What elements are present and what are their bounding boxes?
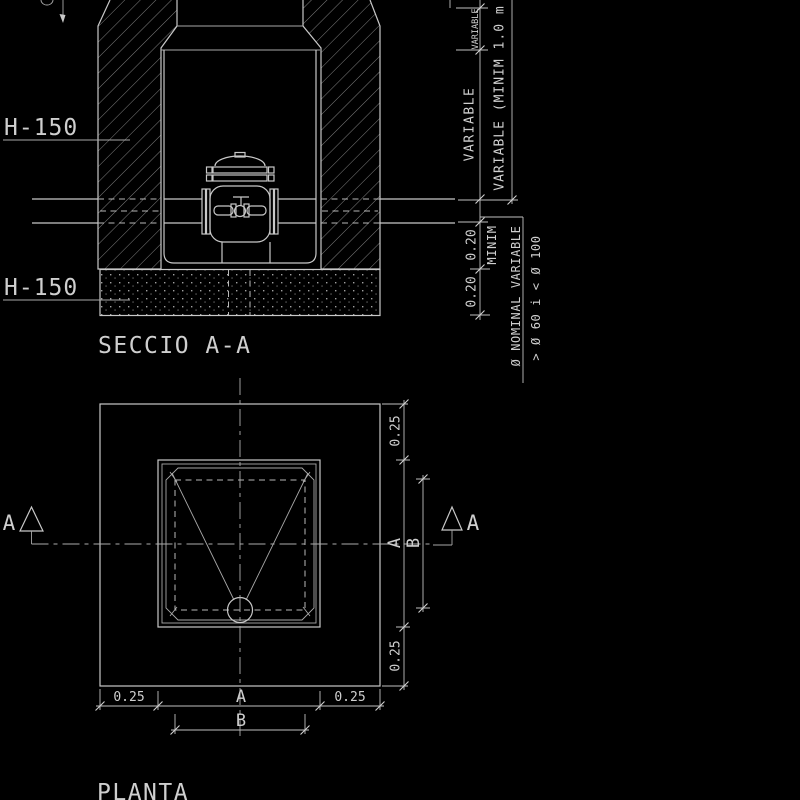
dim-right-mid: A — [385, 538, 405, 548]
bonnet-bolt — [267, 166, 275, 174]
clipped-symbol-arc — [40, 0, 54, 6]
section-marker-left-label: A — [3, 511, 16, 535]
plan-slope-lines — [171, 472, 309, 601]
check-valve — [201, 151, 279, 263]
bonnet-bolt — [267, 174, 275, 182]
base-material-label: H-150 — [4, 275, 78, 301]
plan-opening — [165, 467, 315, 621]
valve-body — [209, 185, 271, 243]
valve-dome — [214, 155, 266, 167]
section-dimensions: VARIABLE VARIABLE VARIABLE (MINIM 1.0 m … — [449, 0, 543, 383]
dim-base-thickness: 0.20 — [465, 276, 480, 307]
spindle-hub — [233, 204, 247, 218]
dim-bottom-mid: A — [236, 687, 246, 707]
dim-right-top: 0.25 — [389, 415, 404, 446]
dim-clearance-note: MINIM — [485, 225, 499, 264]
plan-title: PLANTA — [97, 780, 189, 800]
wall-material-label: H-150 — [4, 115, 78, 141]
spindle-right — [246, 205, 267, 216]
section-title: SECCIO A-A — [98, 333, 251, 359]
spindle-coupler — [243, 203, 250, 218]
plan-right-dimensions: 0.25 A 0.25 B — [382, 399, 430, 691]
section-left-wall — [97, 0, 178, 270]
dim-neck-depth: VARIABLE — [471, 9, 481, 50]
dim-chamber-depth: VARIABLE — [463, 87, 478, 162]
pipe-note-line2: > Ø 60 i < Ø 100 — [529, 235, 543, 360]
spindle-coupler — [230, 203, 237, 218]
section-right-wall — [302, 0, 381, 270]
leader-arrow-icon — [59, 14, 66, 23]
dim-bottom-left: 0.25 — [113, 690, 144, 705]
chamber-liner — [163, 50, 317, 264]
valve-flange-right — [273, 188, 279, 235]
plan-wall-outer — [157, 459, 321, 628]
plan-bottom-dimensions: 0.25 A 0.25 B — [95, 687, 385, 735]
pipe-lines — [32, 198, 455, 224]
pipe-note-leader — [480, 216, 524, 383]
plan-wall-inner — [161, 463, 317, 624]
dim-bottom-right: 0.25 — [334, 690, 365, 705]
spindle-left — [213, 205, 234, 216]
valve-handle — [233, 196, 249, 206]
bonnet-bolt — [205, 174, 213, 182]
dim-right-bottom: 0.25 — [389, 640, 404, 671]
section-marker-right: A — [433, 505, 480, 546]
dim-bottom-inner: B — [236, 711, 246, 731]
valve-flange-left — [201, 188, 207, 235]
bonnet-bolt — [205, 166, 213, 174]
dim-right-inner: B — [404, 538, 424, 548]
dim-pipe-clearance: 0.20 — [465, 229, 480, 260]
dim-total-depth: VARIABLE (MINIM 1.0 m — [493, 5, 508, 190]
section-arrow-icon — [19, 505, 44, 532]
plan-view: A A 0.25 A 0.25 B — [3, 378, 480, 800]
dome-cap — [234, 151, 246, 158]
base-slab — [99, 268, 381, 317]
bonnet-flange — [212, 166, 268, 174]
valve-pedestal — [221, 242, 271, 263]
section-marker-right-label: A — [467, 511, 480, 535]
bonnet-flange — [212, 174, 268, 182]
section-view: H-150 H-150 SECCIO A-A VARIABLE VARIABLE… — [3, 0, 543, 383]
section-arrow-icon — [441, 505, 463, 531]
pipe-note-line1: Ø NOMINAL VARIABLE — [509, 226, 523, 367]
section-marker-left: A — [3, 505, 44, 544]
